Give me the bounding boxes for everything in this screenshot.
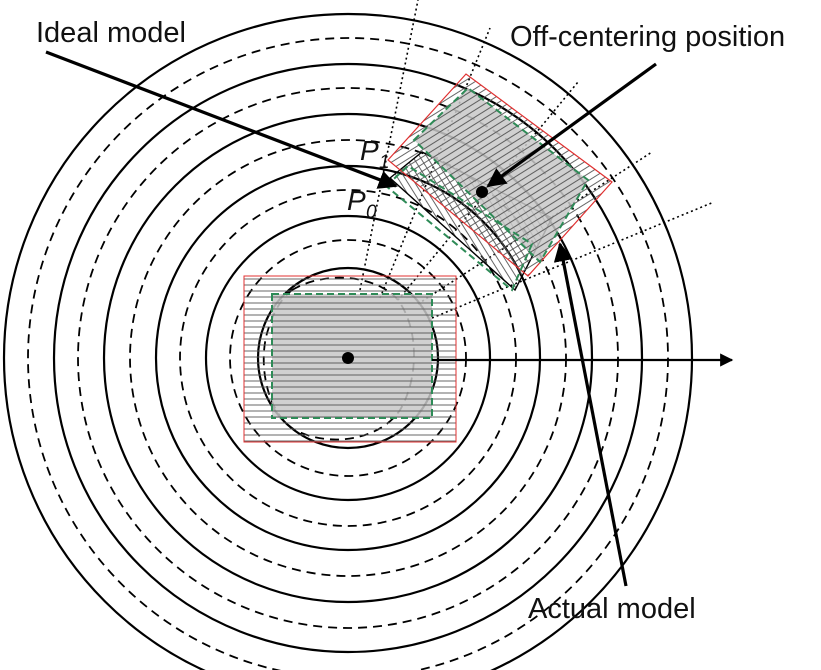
off-centering-label: Off-centering position [510, 21, 785, 53]
ideal-model-green-strip [384, 164, 534, 292]
offset-centre-dot [476, 186, 488, 198]
p0-subscript: 0 [366, 202, 377, 223]
dashed-ring-6 [27, 37, 669, 670]
ideal-model-label: Ideal model [36, 17, 186, 49]
centre-dot [342, 352, 354, 364]
solid-ring-5 [52, 62, 644, 654]
p1-subscript: 1 [379, 152, 390, 173]
off-centering-arrow [486, 62, 657, 188]
solid-ring-4 [102, 112, 594, 604]
dashed-ring-5 [77, 87, 619, 629]
solid-rings [3, 13, 693, 670]
solid-ring-6 [3, 13, 693, 670]
dashed-ring-4 [129, 139, 567, 577]
dotted-ray-5 [431, 201, 715, 319]
actual-model-label: Actual model [528, 593, 696, 625]
point-p1-label: P 1 [360, 135, 390, 173]
dashed-ring-2 [229, 239, 467, 477]
p0-letter: P [347, 185, 366, 216]
dotted-ray-4 [417, 151, 653, 305]
dotted-ray-1 [359, 0, 419, 291]
solid-ring-2 [204, 214, 492, 502]
p1-letter: P [360, 135, 379, 166]
actual-model-arrow [553, 242, 628, 587]
dashed-rings [27, 37, 669, 670]
ideal-model-arrow [45, 50, 398, 189]
point-p0-label: P 0 [347, 185, 377, 223]
off-center-model [384, 73, 613, 292]
dashed-ring-3 [179, 189, 517, 527]
